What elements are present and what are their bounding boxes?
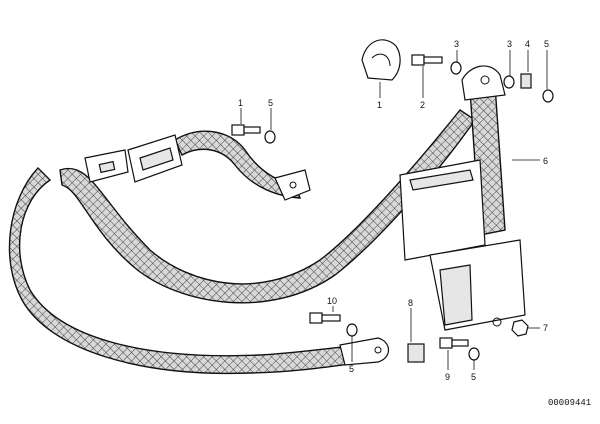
callout-10: 10: [327, 296, 337, 306]
buckle-bracket: [274, 169, 311, 201]
callout-1-left: 1: [238, 98, 243, 108]
callout-5-right: 5: [544, 39, 549, 49]
callout-4-right: 4: [525, 39, 530, 49]
washer-top: [450, 61, 462, 75]
retractor-housing: [399, 159, 526, 331]
callout-1-top: 1: [377, 100, 382, 110]
washer-right-1: [503, 75, 515, 89]
callout-6: 6: [543, 156, 548, 166]
callout-3-top: 3: [454, 39, 459, 49]
trim-cover: [361, 39, 401, 81]
washer-bottom-left: [346, 323, 358, 337]
upper-guide: [461, 65, 506, 101]
callout-5-left: 5: [268, 98, 273, 108]
spacer-right: [520, 73, 532, 89]
callout-5-bottom-left: 5: [349, 364, 354, 374]
buckle-housing: [127, 134, 183, 183]
document-number: 00009441: [548, 398, 591, 408]
callout-9: 9: [445, 372, 450, 382]
washer-left: [264, 130, 276, 144]
nut-right: [511, 319, 529, 337]
bolt-left: [231, 124, 261, 136]
bolt-bottom-right: [439, 337, 469, 349]
callout-7: 7: [543, 323, 548, 333]
washer-bottom-right: [468, 347, 480, 361]
spacer-bottom: [407, 343, 425, 363]
callout-3-right: 3: [507, 39, 512, 49]
leader-lines: [240, 50, 548, 370]
bolt-top: [411, 54, 443, 66]
callout-2-top: 2: [420, 100, 425, 110]
callout-5-bottom-right: 5: [471, 372, 476, 382]
callout-8: 8: [408, 298, 413, 308]
lower-end-fitting: [339, 337, 390, 366]
bolt-bottom-left: [309, 312, 341, 324]
latch-plate: [84, 149, 129, 183]
washer-right-2: [542, 89, 554, 103]
